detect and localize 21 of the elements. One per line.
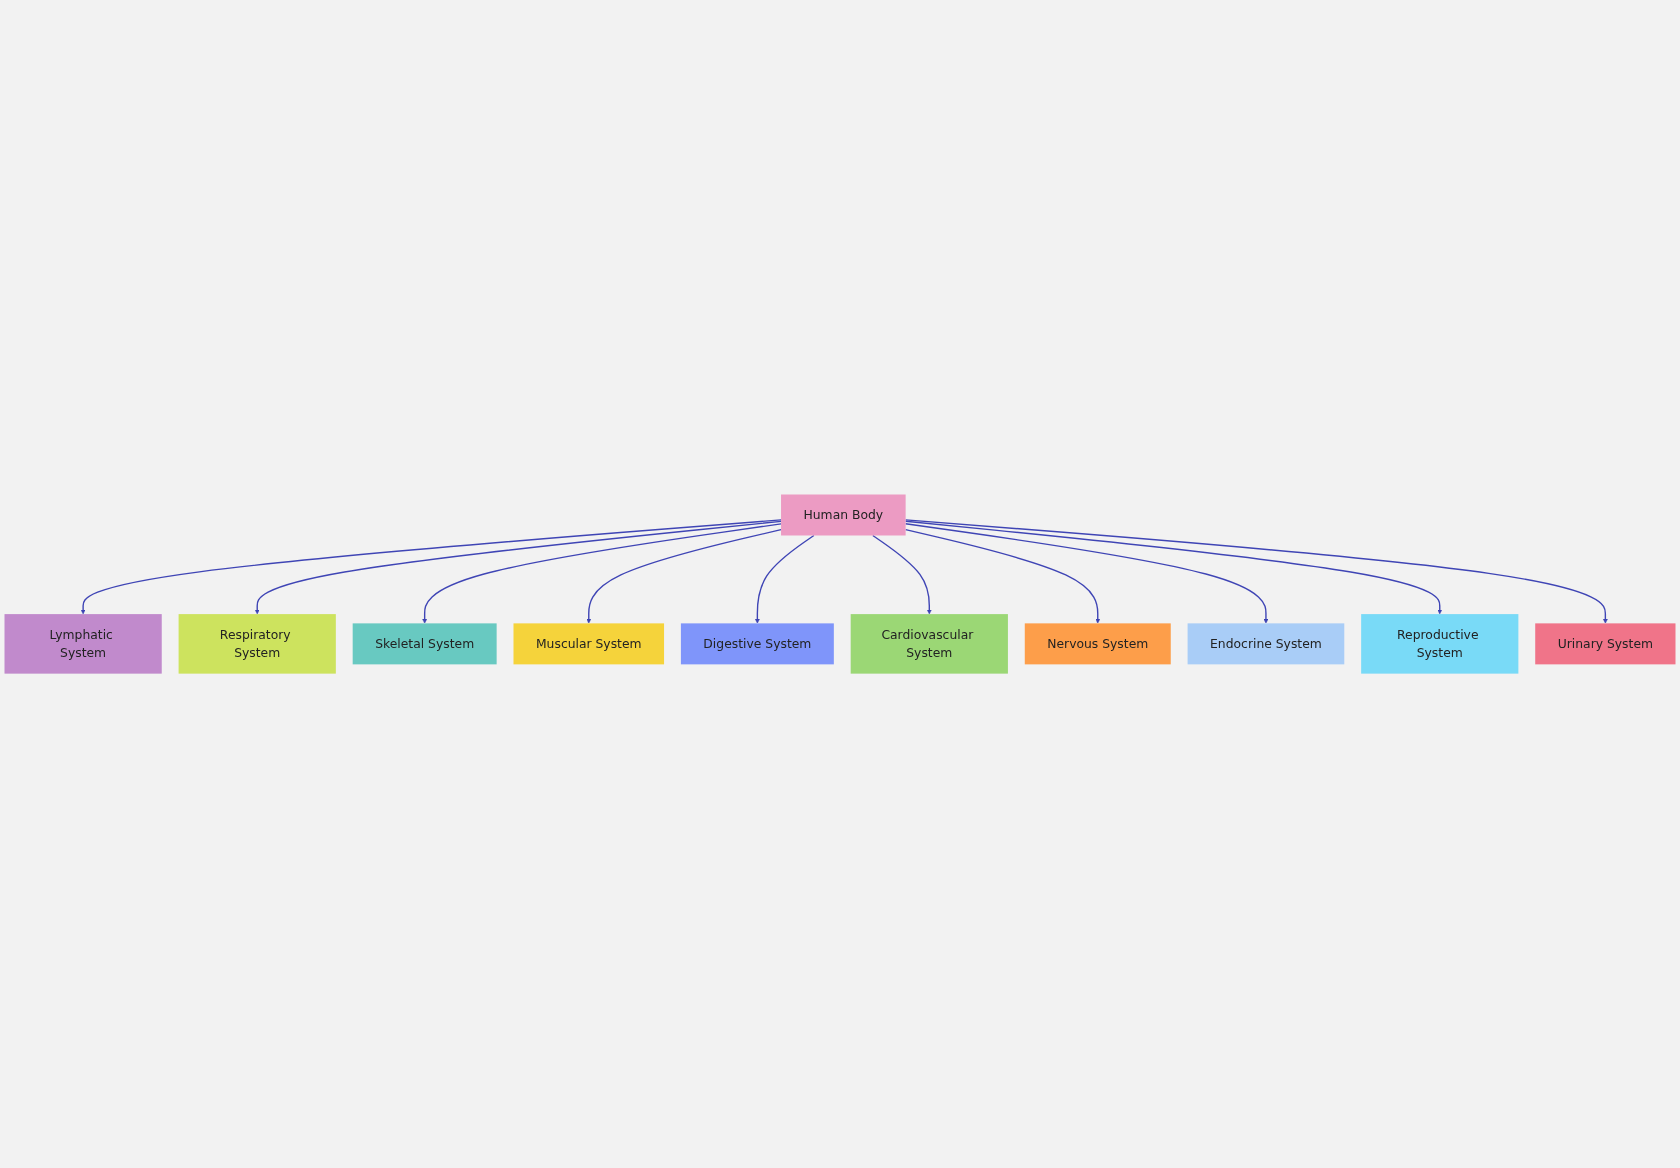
node-box: Skeletal System — [352, 623, 497, 665]
node-box: Reproductive System — [1361, 614, 1519, 674]
node-box: Respiratory System — [178, 614, 336, 674]
node-box: Urinary System — [1535, 623, 1676, 665]
arrow — [586, 528, 782, 624]
arrow — [422, 523, 782, 624]
arrow — [904, 528, 1101, 624]
arrow — [904, 519, 1608, 624]
node-box: Cardiovascular System — [850, 614, 1008, 674]
node-box: Endocrine System — [1187, 623, 1345, 665]
arrow — [254, 520, 782, 615]
node-box: Digestive System — [680, 623, 834, 665]
node-box: Human Body — [781, 494, 906, 536]
node-box: Nervous System — [1024, 623, 1171, 665]
arrow — [80, 519, 782, 615]
node-box: Muscular System — [513, 623, 665, 665]
arrow — [872, 534, 932, 615]
node-box: Lymphatic System — [4, 614, 162, 674]
arrow — [904, 520, 1443, 615]
arrow — [904, 523, 1269, 624]
arrow — [754, 534, 815, 624]
